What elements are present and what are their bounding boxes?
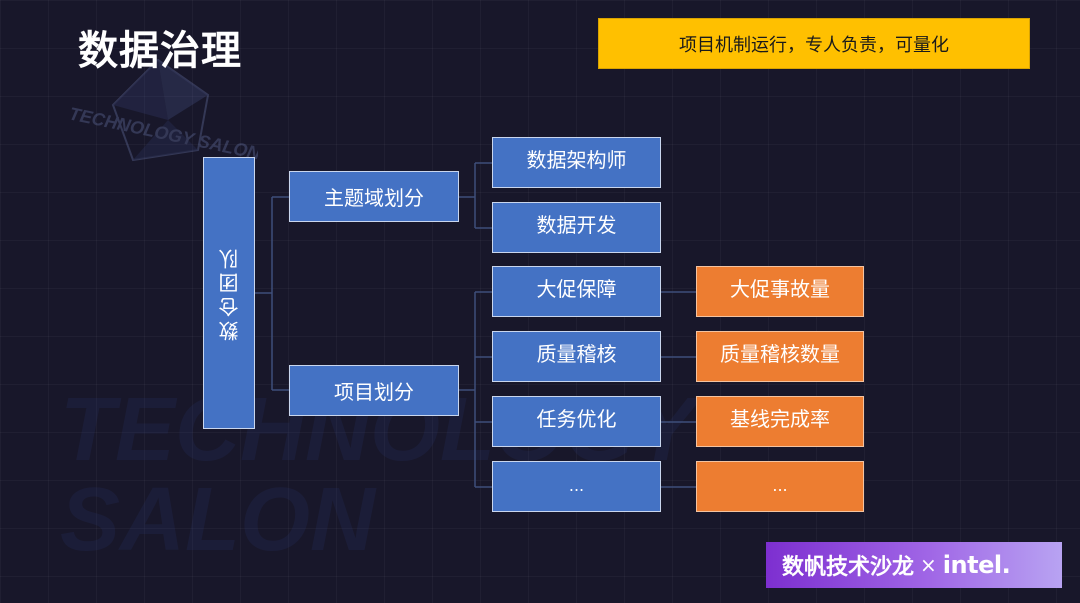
node-root: 数仓团队	[203, 157, 255, 429]
metric-baseline-completion: 基线完成率	[696, 396, 864, 447]
brand-name: 数帆技术沙龙	[782, 555, 915, 580]
node-data-architect: 数据架构师	[492, 137, 661, 188]
slide-title: 数据治理	[78, 28, 242, 74]
node-task-optimization: 任务优化	[492, 396, 661, 447]
salon-watermark-logo: TECHNOLOGY SALON	[67, 58, 258, 164]
watermark-large-line2: SALON	[60, 470, 377, 570]
node-data-dev: 数据开发	[492, 202, 661, 253]
tagline-banner: 项目机制运行，专人负责，可量化	[598, 18, 1030, 69]
brand-banner: 数帆技术沙龙 × intel.	[766, 542, 1062, 588]
node-branch-subject-domain: 主题域划分	[289, 171, 459, 222]
node-root-label: 数仓团队	[217, 245, 242, 341]
partner-logo: intel.	[942, 551, 1011, 579]
metric-more: ...	[696, 461, 864, 512]
node-promo-assurance: 大促保障	[492, 266, 661, 317]
node-quality-audit: 质量稽核	[492, 331, 661, 382]
metric-promo-incidents: 大促事故量	[696, 266, 864, 317]
node-branch-project: 项目划分	[289, 365, 459, 416]
node-more: ...	[492, 461, 661, 512]
brand-separator: ×	[920, 553, 937, 577]
metric-quality-audit-count: 质量稽核数量	[696, 331, 864, 382]
